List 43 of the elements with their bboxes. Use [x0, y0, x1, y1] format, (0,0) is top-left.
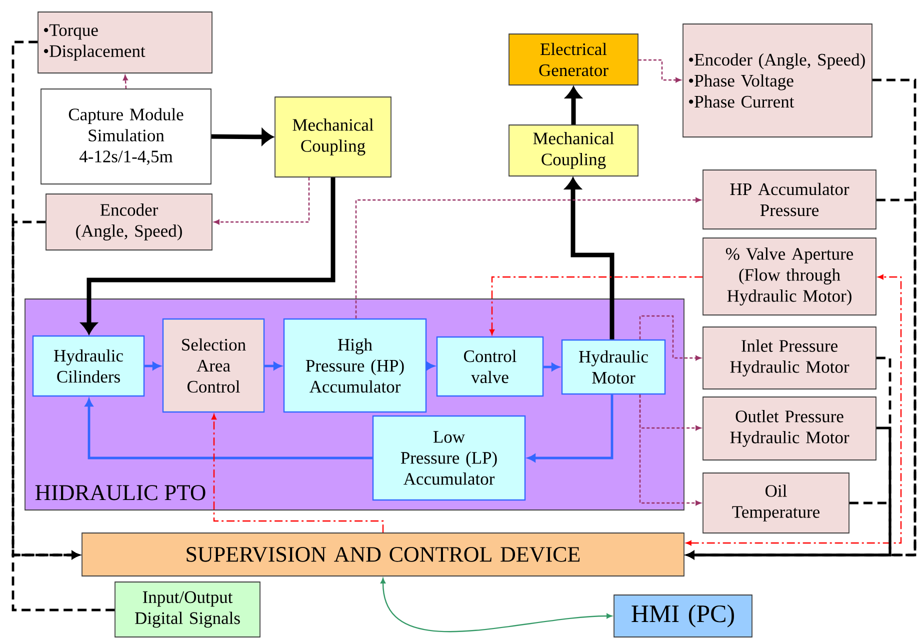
controller-bar: SUPERVISION AND CONTROL DEVICE — [82, 532, 684, 576]
module-box: Capture Module Simulation 4-12s/1-4,5m — [40, 88, 212, 184]
connector-arrow — [566, 87, 582, 125]
signal-box: Inlet Pressure Hydraulic Motor — [702, 326, 876, 390]
process-box: Selection Area Control — [162, 318, 265, 413]
signal-box: HP Accumulator Pressure — [702, 170, 876, 230]
connector-arrow — [122, 75, 128, 89]
connector-arrow — [565, 178, 614, 340]
generator-box: Electrical Generator — [508, 34, 638, 86]
connector-arrow — [81, 177, 336, 334]
connector-arrow — [214, 177, 310, 224]
signal-box: Oil Temperature — [702, 472, 850, 534]
connector-arrow — [490, 276, 703, 335]
connector-arrow — [144, 362, 160, 370]
connector-arrow — [12, 551, 115, 612]
connector-arrow — [212, 414, 384, 533]
connector-arrow — [211, 129, 273, 145]
process-box: Hydraulic Cilinders — [32, 335, 145, 397]
connector-arrow — [638, 59, 681, 82]
connector-arrow — [264, 362, 282, 370]
process-box: Low Pressure (LP) Accumulator — [372, 415, 526, 501]
signal-box: •Encoder (Angle, Speed) •Phase Voltage •Phase Current — [682, 24, 872, 138]
coupling-box: Mechanical Coupling — [274, 96, 392, 178]
process-box: Hydraulic Motor — [561, 339, 666, 395]
hmi-box: HMI (PC) — [614, 594, 752, 638]
io-box: Input/Output Digital Signals — [114, 582, 260, 638]
process-box: Control valve — [436, 336, 544, 397]
connector-arrow — [355, 198, 701, 318]
process-box: High Pressure (HP) Accumulator — [283, 318, 427, 413]
connector-arrow — [686, 274, 902, 546]
coupling-box: Mechanical Coupling — [508, 124, 638, 176]
connector-arrow — [639, 394, 701, 506]
signal-box: Encoder (Angle, Speed) — [46, 194, 212, 250]
connector-arrow — [544, 363, 560, 371]
connector-arrow — [85, 398, 372, 460]
connector-arrow — [528, 394, 614, 462]
signal-box: % Valve Aperture (Flow through Hydraulic Motor) — [702, 238, 876, 316]
connector-arrow — [639, 315, 701, 360]
connector-arrow — [686, 502, 892, 559]
connector-arrow — [426, 362, 434, 370]
connector-arrow — [380, 578, 612, 632]
signal-box: •Torque •Displacement — [38, 12, 212, 74]
signal-box: Outlet Pressure Hydraulic Motor — [702, 396, 876, 460]
